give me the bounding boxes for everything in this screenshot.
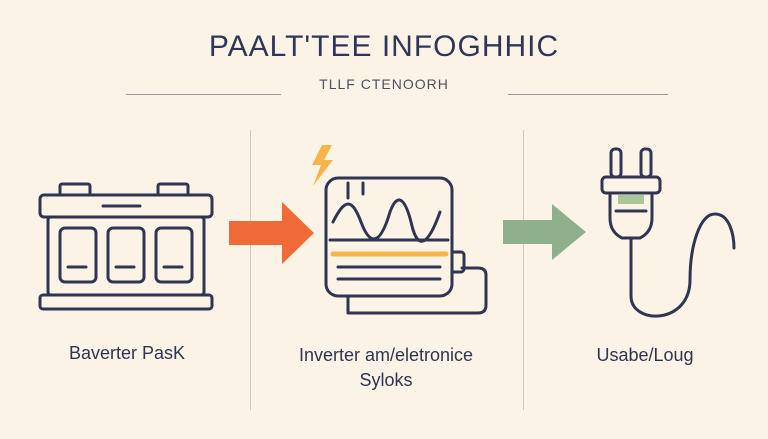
stage-separator-left: [250, 130, 251, 410]
flow-arrow-green: [503, 204, 586, 260]
battery-icon: [38, 182, 214, 311]
stage-separator-right: [523, 130, 524, 410]
stage-label-battery: Baverter PasK: [68, 343, 186, 363]
flow-arrow-orange: [229, 202, 314, 264]
inverter-icon: [312, 145, 488, 315]
page-subtitle: TLLF CTENOORH: [319, 76, 449, 92]
page-title: PAALT'TEE INFOGHHIC: [208, 30, 560, 63]
subtitle-rule-right: [508, 94, 668, 95]
stage-label-load: Usabe/Loug: [596, 345, 694, 365]
plug-icon: [600, 147, 736, 318]
plug-indicator: [618, 195, 644, 204]
lightning-icon: [312, 145, 333, 186]
subtitle-rule-left: [126, 94, 281, 95]
stage-label-inverter: Inverter am/eletronice Syloks: [298, 345, 474, 390]
